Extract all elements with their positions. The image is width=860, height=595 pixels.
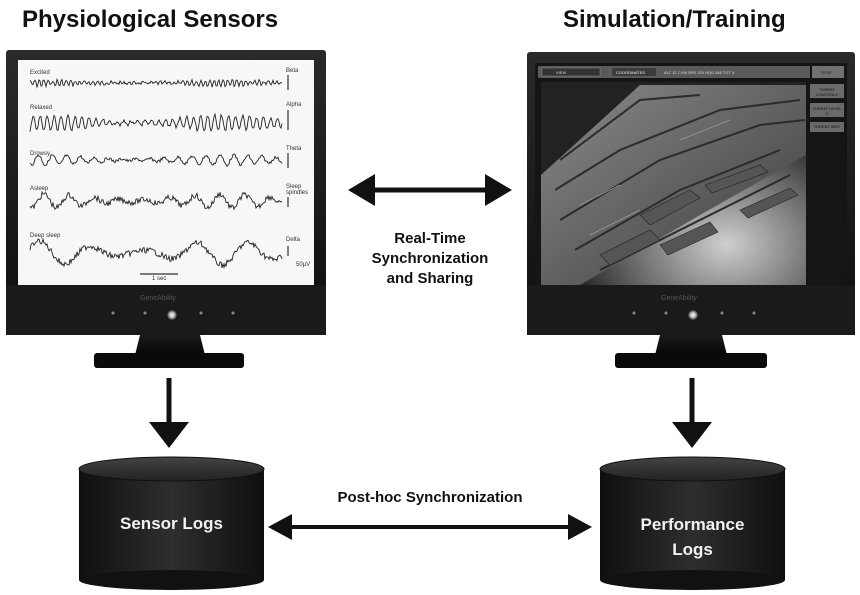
eeg-row-tag: Alpha [286, 102, 302, 108]
left-title: Physiological Sensors [22, 6, 279, 33]
eeg-trace-asleep [29, 190, 283, 211]
sim-side-button[interactable]: THREAT LEVEL 2 [812, 106, 842, 116]
post-hoc-arrow [268, 514, 592, 540]
eeg-row-label: Relaxed [30, 105, 53, 111]
eeg-row-label: Asleep [30, 186, 49, 192]
left-down-arrow [149, 378, 189, 448]
sensor-logs-label: Sensor Logs [120, 514, 223, 533]
eeg-row-label: Excited [30, 70, 50, 76]
eeg-trace-relaxed [29, 112, 283, 133]
sim-stop-button[interactable]: STOP [821, 70, 832, 75]
right-monitor [527, 52, 855, 368]
eeg-traces [29, 77, 283, 270]
sensor-logs-cylinder [78, 456, 265, 590]
monitor-brand-left: GeneAbility [140, 295, 176, 302]
performance-logs-label: Performance Logs [600, 512, 785, 562]
sim-side-button[interactable]: THREAT CONTROLS [815, 87, 839, 97]
performance-logs-cylinder [599, 456, 786, 590]
eeg-row-label: Deep sleep [30, 233, 61, 239]
sim-side-button[interactable]: THREAT INFO [813, 124, 841, 129]
right-title: Simulation/Training [563, 6, 786, 33]
real-time-sync-label: Real-Time Synchronization and Sharing [345, 229, 515, 289]
real-time-arrow [348, 174, 512, 206]
center-label-line2: Synchronization [371, 250, 489, 267]
power-led-icon [688, 310, 698, 320]
eeg-trace-deep-sleep [29, 237, 283, 270]
eeg-time-label: 1 sec [152, 276, 167, 282]
eeg-scale-label: 50μV [296, 262, 311, 268]
sim-info-text: ALT 12.7 KM SPD 320 HDG 045 TGT 3 [664, 70, 735, 75]
left-monitor [6, 50, 326, 368]
eeg-row-label: Drowsy [30, 151, 51, 157]
post-hoc-sync-label: Post-hoc Synchronization [337, 489, 523, 506]
eeg-row-tag: Theta [286, 146, 302, 152]
eeg-trace-drowsy [29, 153, 283, 168]
right-down-arrow [672, 378, 712, 448]
sim-view-box[interactable]: VIEW [556, 70, 567, 75]
monitor-brand-right: GeneAbility [661, 295, 697, 302]
eeg-row-tag: Beta [286, 68, 299, 74]
terrain-view [541, 82, 806, 285]
eeg-row-tag: Delta [286, 237, 301, 243]
performance-logs-line1: Performance [640, 515, 745, 534]
center-label-line1: Real-Time [394, 230, 466, 247]
eeg-row-tag: Sleep spindles [286, 184, 309, 196]
eeg-trace-excited [29, 77, 283, 89]
eeg-screen [18, 60, 314, 285]
sim-coordinates-label: COORDINATES [616, 70, 646, 75]
eeg-scale-bars [140, 75, 289, 275]
center-label-line3: and Sharing [386, 270, 474, 287]
performance-logs-line2: Logs [672, 540, 713, 559]
power-led-icon [167, 310, 177, 320]
